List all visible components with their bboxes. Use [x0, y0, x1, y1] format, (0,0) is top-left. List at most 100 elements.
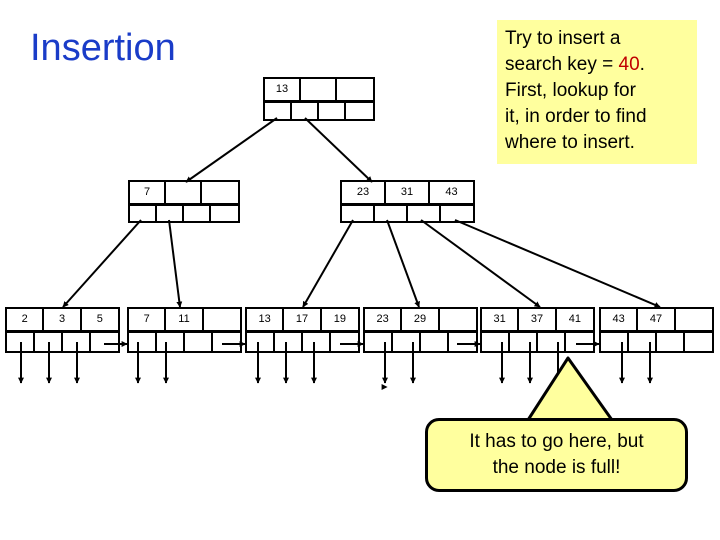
leaf-key-cell: 23 [365, 309, 403, 330]
callout-top-text-5: where to insert. [505, 132, 635, 153]
internal-left-pointer-cell[interactable] [211, 206, 238, 221]
leaf-pointer-cell[interactable] [303, 333, 332, 351]
leaf-key-cell: 47 [638, 309, 676, 330]
leaf-key-cell: 2 [7, 309, 45, 330]
leaf-pointer-cell[interactable] [35, 333, 64, 351]
leaf-pointer-cell[interactable] [510, 333, 539, 351]
leaf-pointer-cell[interactable] [275, 333, 304, 351]
leaf-pointer-row [363, 330, 478, 353]
leaf-pointer-cell[interactable] [538, 333, 567, 351]
leaf-pointer-cell[interactable] [657, 333, 686, 351]
leaf-key-cell: 5 [96, 313, 103, 325]
internal-left-pointer-cell[interactable] [184, 206, 211, 221]
leaf-key-cell: 13 [247, 309, 285, 330]
callout-bottom-line-2: the node is full! [492, 457, 621, 478]
tree-leaf-node[interactable]: 13 17 19 [245, 307, 360, 353]
leaf-pointer-cell[interactable] [63, 333, 92, 351]
leaf-record-pointers [18, 342, 653, 384]
callout-top-line-5: where to insert. [505, 130, 689, 156]
leaf-next-pointer-cell[interactable] [566, 333, 593, 351]
leaf-pointer-cell[interactable] [129, 333, 158, 351]
leaf-pointer-row [5, 330, 120, 353]
callout-bottom: It has to go here, but the node is full! [425, 418, 688, 492]
leaf-key-cell [440, 309, 476, 330]
leaf-pointer-cell[interactable] [482, 333, 511, 351]
internal-left-pointer-cell[interactable] [157, 206, 184, 221]
tree-leaf-node[interactable]: 23 29 [363, 307, 478, 353]
leaf-pointer-cell[interactable] [601, 333, 630, 351]
leaf-pointer-cell[interactable] [247, 333, 276, 351]
root-pointer-cell[interactable] [319, 103, 346, 119]
leaf-pointer-row [245, 330, 360, 353]
root-key-row: 13 [263, 77, 375, 100]
internal-left-pointer-row [128, 203, 240, 223]
callout-top-line-3: First, lookup for [505, 78, 689, 104]
callout-top-text-2: search key = [505, 54, 619, 75]
tree-leaf-node[interactable]: 43 47 [599, 307, 714, 353]
leaf-next-pointer-cell[interactable] [331, 333, 358, 351]
leaf-key-cell: 7 [129, 309, 167, 330]
internal-right-key-row: 23 31 43 [340, 180, 475, 203]
leaf-key-cell: 19 [333, 313, 346, 325]
callout-top-line-1: Try to insert a [505, 26, 689, 52]
leaf-next-pointer-cell[interactable] [685, 333, 712, 351]
leaf-pointer-cell[interactable] [157, 333, 186, 351]
internal-right-pointer-cell[interactable] [375, 206, 408, 221]
tree-leaf-node[interactable]: 2 3 5 [5, 307, 120, 353]
tree-leaf-node[interactable]: 7 11 [127, 307, 242, 353]
leaf-key-row: 43 47 [599, 307, 714, 330]
leaf-pointer-row [599, 330, 714, 353]
internal-left-pointer-cell[interactable] [130, 206, 157, 221]
callout-top-text-3: First, lookup for [505, 80, 636, 101]
leaf-key-row: 23 29 [363, 307, 478, 330]
internal-left-key-cell: 7 [130, 182, 166, 203]
leaf-key-row: 7 11 [127, 307, 242, 330]
leaf-key-row: 31 37 41 [480, 307, 595, 330]
root-pointer-cell[interactable] [346, 103, 373, 119]
callout-top-line-4: it, in order to find [505, 104, 689, 130]
internal-right-key-cell: 23 [342, 182, 386, 203]
internal-right-pointer-row [340, 203, 475, 223]
tree-leaf-node-full[interactable]: 31 37 41 [480, 307, 595, 353]
internal-right-pointer-cell[interactable] [342, 206, 375, 221]
tree-node-root[interactable]: 13 [263, 77, 375, 121]
leaf-pointer-cell[interactable] [365, 333, 394, 351]
internal-right-pointer-cell[interactable] [441, 206, 473, 221]
root-key-cell [301, 79, 337, 100]
leaf-pointer-cell[interactable] [393, 333, 422, 351]
leaf-key-cell: 43 [601, 309, 639, 330]
root-key-cell [337, 79, 373, 100]
leaf-key-row: 13 17 19 [245, 307, 360, 330]
right-internal-to-leaf-edges [302, 219, 661, 308]
leaf-key-row: 2 3 5 [5, 307, 120, 330]
root-pointer-cell[interactable] [292, 103, 319, 119]
callout-top-text-4: it, in order to find [505, 106, 647, 127]
internal-right-pointer-cell[interactable] [408, 206, 441, 221]
internal-right-key-cell: 43 [445, 186, 458, 198]
callout-top-line-2: search key = 40. [505, 52, 689, 78]
leaf-key-cell: 17 [284, 309, 322, 330]
left-internal-to-leaf-edges [62, 219, 183, 308]
leaf-key-cell: 37 [519, 309, 557, 330]
leaf-next-pointer-cell[interactable] [449, 333, 476, 351]
callout-bottom-line-1: It has to go here, but [469, 431, 644, 452]
root-pointer-row [263, 100, 375, 121]
leaf-pointer-cell[interactable] [185, 333, 214, 351]
internal-left-key-cell [166, 182, 202, 203]
leaf-next-pointer-cell[interactable] [91, 333, 118, 351]
leaf-key-cell: 29 [402, 309, 440, 330]
callout-top-key-value: 40 [618, 54, 640, 75]
tree-node-internal-left[interactable]: 7 [128, 180, 240, 223]
callout-top-text-1: Try to insert a [505, 28, 621, 49]
leaf-key-cell: 31 [482, 309, 520, 330]
leaf-pointer-cell[interactable] [7, 333, 36, 351]
internal-left-key-row: 7 [128, 180, 240, 203]
callout-top: Try to insert a search key = 40. First, … [497, 20, 697, 164]
tree-node-internal-right[interactable]: 23 31 43 [340, 180, 475, 223]
leaf-key-cell: 41 [568, 313, 581, 325]
root-pointer-cell[interactable] [265, 103, 292, 119]
leaf-pointer-cell[interactable] [629, 333, 658, 351]
leaf-next-pointer-cell[interactable] [213, 333, 240, 351]
leaf-pointer-cell[interactable] [421, 333, 450, 351]
